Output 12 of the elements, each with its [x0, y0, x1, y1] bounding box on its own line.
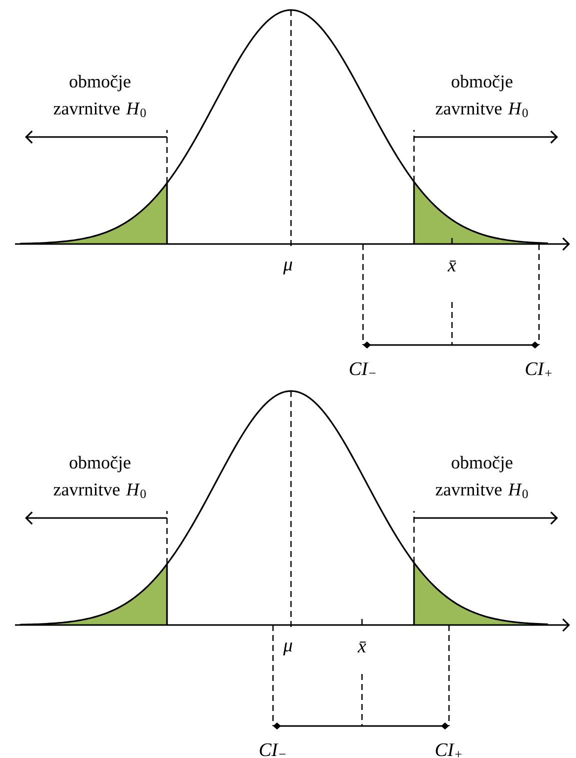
region-label: območje zavrnitve H$_{0}$ [54, 456, 146, 498]
interval-label: CI$_{+}$ [526, 362, 552, 376]
region-label: območje zavrnitve H$_{0}$ [436, 74, 528, 118]
axis-label: x̄ [448, 260, 456, 272]
interval-label: CI$_{−}$ [350, 362, 376, 376]
region-label: območje zavrnitve H$_{0}$ [54, 74, 146, 118]
interval-label: CI$_{+}$ [436, 743, 462, 758]
axis-label: μ [282, 260, 294, 276]
axis-label: x̄ [358, 642, 366, 652]
axis-label: μ [282, 642, 294, 656]
interval-label: CI$_{−}$ [260, 743, 286, 756]
region-label: območje zavrnitve H$_{0}$ [436, 456, 528, 498]
